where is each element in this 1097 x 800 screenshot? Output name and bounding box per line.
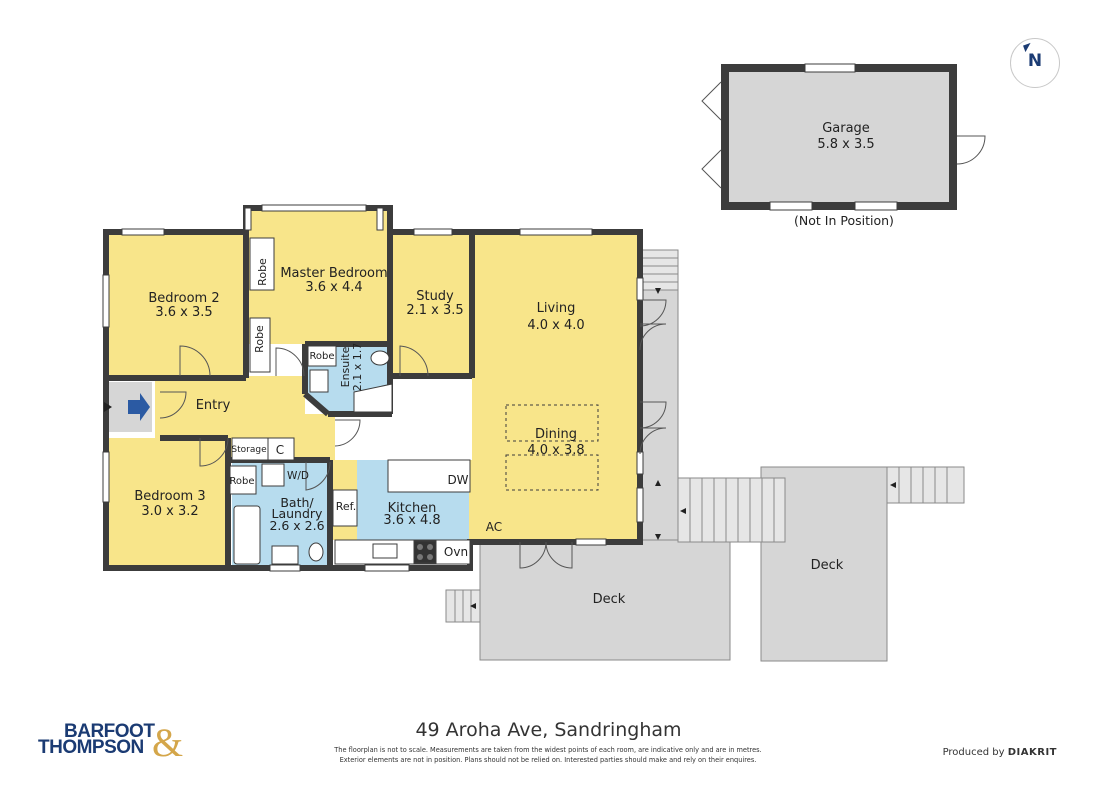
study-area <box>392 234 472 376</box>
robe-label-bed3: Robe <box>229 476 254 487</box>
entry-arrow-icon <box>128 393 150 421</box>
disclaimer: The floorplan is not to scale. Measureme… <box>298 745 798 765</box>
wd-label: W/D <box>287 470 309 482</box>
fixtures <box>229 237 599 565</box>
bedroom2-area <box>108 234 248 376</box>
storage-label: Storage <box>231 445 267 455</box>
master-name: Master Bedroom <box>280 266 387 281</box>
ovn-label: Ovn <box>444 545 468 559</box>
deck-front-name: Deck <box>593 592 626 607</box>
windows <box>102 204 644 572</box>
kitchen-name: Kitchen <box>388 501 437 516</box>
bathtub <box>233 505 261 565</box>
washer-dryer <box>261 463 285 487</box>
study-name: Study <box>416 289 454 304</box>
study-size: 2.1 x 3.5 <box>406 303 463 318</box>
bedroom3-name: Bedroom 3 <box>134 489 205 504</box>
fixture-labels: Robe Robe Robe Storage C Robe W/D Ref. D… <box>229 258 502 559</box>
fridge-space <box>332 489 358 527</box>
garage-note: (Not In Position) <box>794 213 894 228</box>
vanity <box>271 545 299 565</box>
entry-name: Entry <box>196 398 231 413</box>
bath-name-2: Laundry <box>272 506 324 521</box>
entry-marker-icon <box>104 402 112 412</box>
brand-logo: BARFOOT THOMPSON & <box>38 720 208 765</box>
disclaimer-line2: Exterior elements are not in position. P… <box>339 756 757 764</box>
robe-label-ensuite: Robe <box>309 351 334 362</box>
kitchen-bench-top <box>387 459 471 493</box>
compass-north-label: N <box>1027 51 1043 71</box>
kitchen-bench-bottom <box>334 539 471 565</box>
bedroom2-name: Bedroom 2 <box>148 291 219 306</box>
stairs-right <box>886 466 965 504</box>
producer-name: DIAKRIT <box>1007 747 1057 758</box>
exterior-elements <box>445 249 965 662</box>
dining-size: 4.0 x 3.8 <box>527 443 584 458</box>
brand-line1: BARFOOT <box>64 721 155 742</box>
robe-bed2-upper <box>249 237 275 291</box>
sink <box>372 543 398 559</box>
room-labels: Bedroom 2 3.6 x 3.5 Master Bedroom 3.6 x… <box>134 121 894 607</box>
robe-bed3 <box>229 465 257 495</box>
toilet-bath <box>308 542 324 562</box>
garage <box>701 63 986 211</box>
cupboard-label: C <box>276 443 284 457</box>
stairs-middle <box>677 477 786 543</box>
brand-ampersand: & <box>152 720 184 765</box>
cupboard-c <box>267 437 295 461</box>
dining-name: Dining <box>535 427 577 442</box>
kitchen-size: 3.6 x 4.8 <box>383 513 440 528</box>
compass: N <box>1010 38 1060 88</box>
produced-by: Produced by DIAKRIT <box>943 747 1057 758</box>
bedroom3-area <box>108 438 228 568</box>
robe-label-1: Robe <box>256 258 269 286</box>
living-name: Living <box>537 301 576 316</box>
stair-arrows <box>470 288 896 609</box>
living-size: 4.0 x 4.0 <box>527 318 584 333</box>
cooktop <box>413 540 437 564</box>
disclaimer-line1: The floorplan is not to scale. Measureme… <box>334 746 762 754</box>
bath-name-1: Bath/ <box>280 495 314 510</box>
garage-size: 5.8 x 3.5 <box>817 137 874 152</box>
toilet-ensuite <box>370 350 390 366</box>
bedroom3-size: 3.0 x 3.2 <box>141 504 198 519</box>
vanity-ensuite <box>353 383 393 413</box>
produced-by-text: Produced by <box>942 747 1008 758</box>
ensuite-size: 2.1 x 1.7 <box>351 343 364 392</box>
deck-front <box>479 539 731 661</box>
fridge-label: Ref. <box>336 500 357 513</box>
master-size: 3.6 x 4.4 <box>305 280 362 295</box>
robe-bed2-lower <box>249 317 271 373</box>
dining-table-outline-2 <box>505 454 599 491</box>
property-address: 49 Aroha Ave, Sandringham <box>415 719 682 741</box>
bath-size: 2.6 x 2.6 <box>269 518 324 533</box>
dining-table-outline <box>505 404 599 442</box>
ensuite-label: Ensuite 2.1 x 1.7 <box>339 343 364 392</box>
ensuite-name: Ensuite <box>339 346 352 387</box>
bedroom2-size: 3.6 x 3.5 <box>155 305 212 320</box>
brand-line2: THOMPSON <box>38 737 144 758</box>
ac-label: AC <box>486 520 502 534</box>
deck-right-name: Deck <box>811 558 844 573</box>
shower-ensuite <box>309 369 329 393</box>
side-walkway <box>641 249 679 543</box>
robe-label-2: Robe <box>253 325 266 353</box>
garage-name: Garage <box>822 121 870 136</box>
robe-ensuite <box>307 345 337 367</box>
stairs-top <box>641 249 679 291</box>
door-swings <box>159 299 667 569</box>
dw-label: DW <box>447 473 468 487</box>
